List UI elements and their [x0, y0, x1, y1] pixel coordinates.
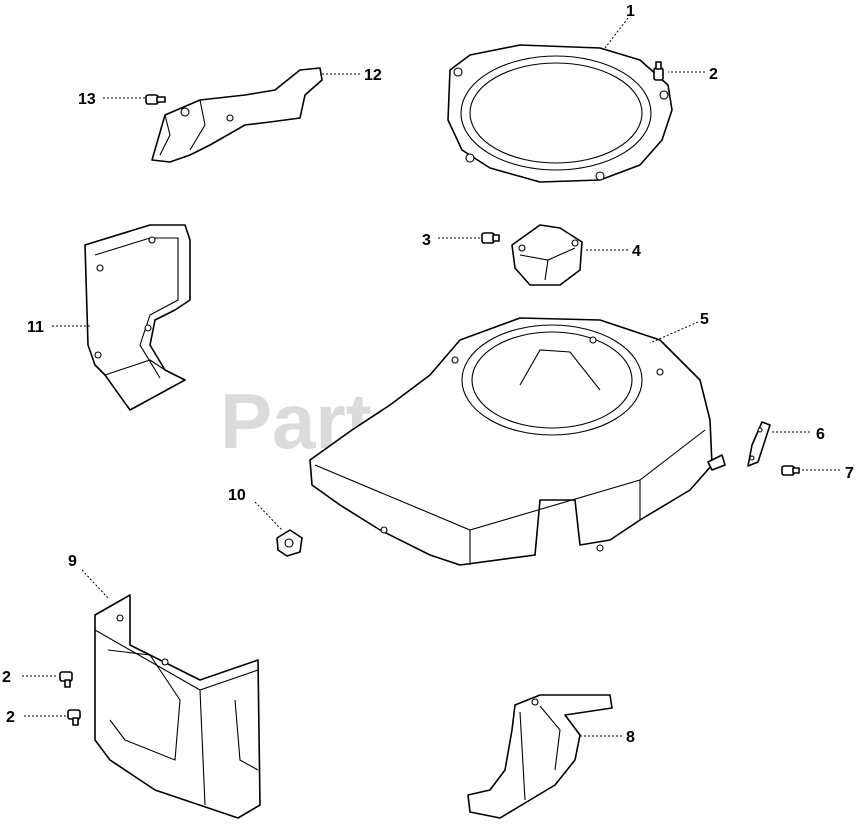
part-2-screw-top [653, 61, 664, 81]
callout-12: 12 [364, 67, 382, 84]
part-12-bracket [151, 67, 323, 163]
callout-8: 8 [626, 729, 635, 746]
callout-2-left-upper: 2 [2, 669, 11, 686]
part-10-nut [276, 529, 303, 557]
callout-13: 13 [78, 91, 96, 108]
callout-7: 7 [845, 465, 854, 482]
part-4-grille [511, 224, 583, 286]
part-1-gasket-ring [447, 44, 673, 183]
part-5-blower-housing [309, 317, 726, 566]
part-8-bracket [467, 694, 613, 819]
callout-10: 10 [228, 487, 246, 504]
part-2-screw-left-lower [67, 709, 81, 726]
callout-1: 1 [626, 3, 635, 20]
callout-4: 4 [632, 243, 641, 260]
part-3-screw [481, 232, 500, 244]
callout-6: 6 [816, 426, 825, 443]
part-13-screw [145, 94, 166, 105]
callout-9: 9 [68, 553, 77, 570]
leader-lines [22, 17, 840, 737]
callout-2-left-lower: 2 [6, 709, 15, 726]
callout-5: 5 [700, 311, 709, 328]
part-9-lower-shroud [94, 594, 261, 819]
callout-3: 3 [422, 232, 431, 249]
part-6-plate [747, 421, 771, 467]
part-11-side-shroud [84, 224, 191, 411]
part-7-screw [781, 465, 800, 476]
part-2-screw-left-upper [59, 671, 73, 688]
callout-11: 11 [27, 319, 44, 336]
callout-2-top: 2 [709, 66, 718, 83]
